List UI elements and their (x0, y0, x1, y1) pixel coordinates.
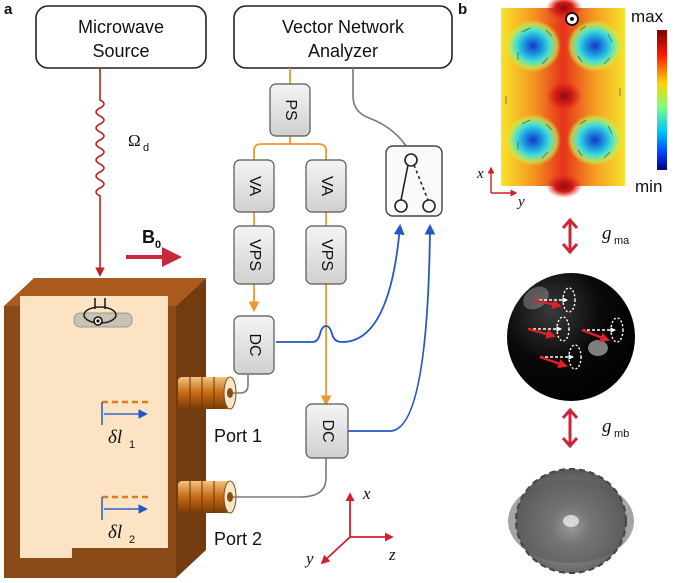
dc-box-2: DC (305, 403, 349, 459)
port1-cable (233, 375, 249, 394)
microwave-source-line2: Source (92, 41, 149, 61)
panel-label-a: a (4, 1, 13, 18)
svg-text:DC: DC (246, 333, 263, 356)
vps-box-1: VPS (233, 225, 275, 285)
cavity (4, 278, 206, 578)
axes-b (487, 166, 518, 197)
vna-line2: Analyzer (308, 41, 378, 61)
dc-box-1: DC (233, 315, 275, 375)
axis-a-x: x (362, 484, 371, 503)
svg-text:DC: DC (319, 419, 336, 442)
delta-l1-sub: 1 (129, 439, 135, 451)
svg-text:VPS: VPS (246, 239, 263, 271)
vna-box: Vector Network Analyzer (233, 5, 453, 69)
gmb-subscript: mb (614, 428, 629, 440)
drive-subscript: d (143, 142, 149, 154)
axis-b-y: y (516, 194, 525, 210)
blue-line-1 (276, 223, 405, 343)
svg-text:PS: PS (282, 99, 299, 120)
sphere-icon (507, 273, 635, 401)
svg-text:VPS: VPS (318, 239, 335, 271)
yig-rod (73, 312, 133, 328)
gma-label: g (602, 223, 612, 244)
field-subscript: 0 (155, 239, 161, 251)
axis-a-z: z (388, 545, 396, 564)
cavity-slot (20, 296, 72, 558)
va-box-2: VA (305, 159, 347, 213)
axis-a-y: y (304, 549, 314, 568)
field-label: B (142, 227, 155, 247)
delta-l1-label: δl (108, 427, 122, 448)
gma-subscript: ma (614, 235, 630, 247)
colorbar-min: min (635, 177, 662, 196)
gmb-label: g (602, 416, 612, 437)
vna-switch-cable (352, 68, 411, 153)
blue-line-2 (348, 223, 436, 432)
connector-icon (178, 376, 237, 410)
drive-label: Ω (128, 131, 141, 150)
ellipsoid-icon (508, 468, 634, 574)
connector-icon-port2 (178, 480, 237, 514)
microwave-source-box: Microwave Source (35, 5, 207, 69)
svg-text:VA: VA (246, 176, 263, 196)
colorbar-max: max (631, 7, 664, 26)
coupling-arrow-gmb (561, 407, 579, 449)
coupling-arrow-gma (561, 217, 579, 255)
delta-l2-sub: 2 (129, 534, 135, 546)
switch-icon (385, 145, 443, 217)
cavity-interior (70, 320, 168, 548)
ps-box: PS (269, 83, 311, 137)
port2-cable (233, 457, 327, 498)
axes-a (320, 492, 394, 565)
microwave-source-line1: Microwave (78, 17, 164, 37)
colorbar (657, 30, 667, 170)
axis-b-x: x (476, 166, 484, 182)
field-map (501, 0, 625, 198)
vps-box-2: VPS (305, 225, 347, 285)
va-box-1: VA (233, 159, 275, 213)
delta-l2-label: δl (108, 522, 122, 543)
svg-text:VA: VA (318, 176, 335, 196)
panel-label-b: b (458, 1, 467, 18)
port1-label: Port 1 (214, 426, 262, 446)
microwave-drive-line (95, 68, 105, 277)
vna-line1: Vector Network (282, 17, 405, 37)
port2-label: Port 2 (214, 529, 262, 549)
